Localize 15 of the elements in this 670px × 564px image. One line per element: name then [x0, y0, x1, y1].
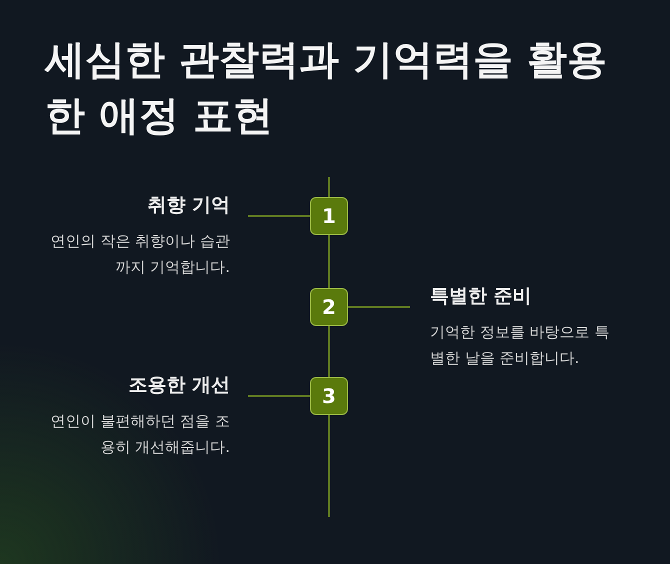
step-description: 연인이 불편해하던 점을 조용히 개선해줍니다. [50, 411, 230, 458]
step-number-badge: 3 [310, 377, 348, 415]
step-heading: 취향 기억 [146, 193, 230, 218]
connector-line [248, 395, 310, 397]
title: 세심한 관찰력과 기억력을 활용한 애정 표현 [45, 36, 608, 141]
connector-line [328, 235, 330, 288]
step-description: 연인의 작은 취향이나 습관까지 기억합니다. [50, 231, 230, 278]
connector-line [248, 215, 310, 217]
step-number-badge: 2 [310, 288, 348, 326]
step-number-badge: 1 [310, 197, 348, 235]
step-heading: 조용한 개선 [127, 373, 230, 398]
step-description: 기억한 정보를 바탕으로 특별한 날을 준비합니다. [430, 322, 610, 369]
step-heading: 특별한 준비 [430, 284, 533, 309]
connector-line [328, 326, 330, 377]
connector-line [348, 306, 410, 308]
